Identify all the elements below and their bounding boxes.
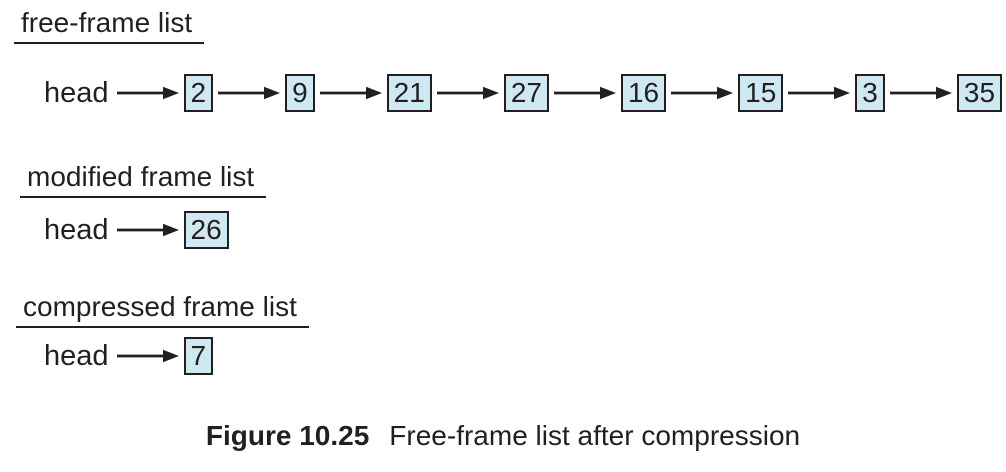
arrow-right-icon — [319, 86, 382, 100]
frame-node: 27 — [503, 74, 549, 113]
arrow-right-icon — [116, 86, 179, 100]
arrow-right-icon — [116, 223, 179, 237]
arrow-right-icon — [889, 86, 952, 100]
frame-node: 3 — [855, 74, 885, 113]
arrow-right-icon — [436, 86, 499, 100]
modified-frame-list-row: head 26 — [44, 211, 229, 250]
frame-node: 15 — [738, 74, 784, 113]
figure-caption-text: Free-frame list after compression — [389, 420, 801, 451]
compressed-frame-list-row: head 7 — [44, 337, 214, 376]
compressed-frame-list-title: compressed frame list — [16, 292, 309, 329]
frame-node: 2 — [183, 74, 214, 113]
free-frame-list-row: head 2 9 21 27 16 15 3 35 — [44, 74, 1003, 113]
arrow-right-icon — [671, 86, 734, 100]
head-label: head — [44, 76, 109, 109]
frame-node: 21 — [386, 74, 432, 113]
frame-node: 26 — [183, 211, 229, 250]
arrow-right-icon — [553, 86, 616, 100]
arrow-right-icon — [218, 86, 281, 100]
free-frame-list-title: free-frame list — [14, 8, 205, 45]
figure-caption: Figure 10.25 Free-frame list after compre… — [0, 420, 1006, 452]
arrow-right-icon — [788, 86, 851, 100]
head-label: head — [44, 213, 109, 246]
figure-caption-label: Figure 10.25 — [205, 420, 370, 451]
frame-node: 7 — [183, 337, 214, 376]
head-label: head — [44, 339, 109, 372]
frame-node: 16 — [620, 74, 667, 113]
arrow-right-icon — [116, 349, 179, 363]
modified-frame-list-title: modified frame list — [20, 162, 267, 199]
frame-node: 35 — [956, 74, 1003, 113]
frame-node: 9 — [285, 74, 315, 113]
